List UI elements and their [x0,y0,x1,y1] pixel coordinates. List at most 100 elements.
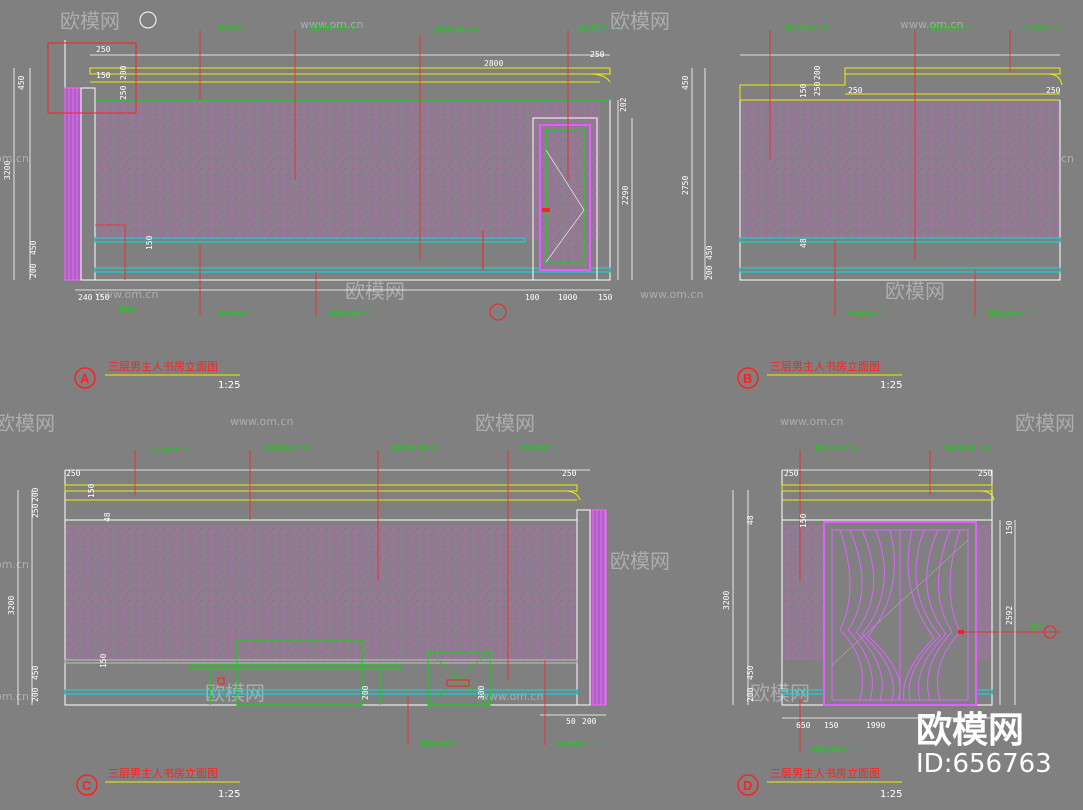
elevation-title: 三层男主人书房立面图 [770,766,880,780]
dimension-label: 250 [96,45,111,54]
elevation-a: 450 3200 450 200 250 150 250 200 250 280… [3,11,633,391]
dimension-label: 250 [813,81,822,96]
elevation-letter: A [80,371,90,386]
material-callout: 木饰面板 PT-3 [848,310,887,318]
dimension-label: 2800 [484,59,503,68]
watermark-brand: 欧模网 [475,411,535,435]
door-frame [532,117,598,281]
watermark-brand: 欧模网 [1015,411,1075,435]
dimension-label: 450 [17,75,26,90]
brand-id-text: ID:656763 [916,749,1052,779]
watermark-site: www.om.cn [900,18,963,31]
dimension-label: 250 [590,50,605,59]
dimension-label: 200 [813,65,822,80]
material-callout: 墙纸饰面 WP-10 [815,444,860,452]
cornice [89,67,611,75]
elevation-marker-c [76,774,98,796]
dimension-label: 2750 [681,176,690,195]
dimension-label: 240 [78,293,93,302]
wall-surface [95,100,525,240]
elevation-marker-d [737,774,759,796]
dimension-label: 200 [361,685,370,700]
dimension-label: 150 [1005,520,1014,535]
dimension-label: 450 [746,665,755,680]
watermark-site: www.om.cn [640,288,703,301]
brand-badge: 欧模网 ID:656763 [916,710,1052,779]
material-callout: 踢脚线饰面 PT-3 [812,746,857,754]
dimension-label: 200 [705,265,714,280]
material-callout: 墙纸饰面 WP-10 [392,444,437,452]
material-callout: 墙纸饰面 WP-10 [785,24,830,32]
elevation-letter: C [82,778,92,793]
watermark-site: www.om.cn [780,415,843,428]
dimension-label: 202 [619,97,628,112]
dimension-label: 450 [681,75,690,90]
dimension-label: 450 [31,665,40,680]
watermark-site: www.om.cn [230,415,293,428]
watermark-brand: 欧模网 [60,9,120,33]
elevation-letter: D [743,778,752,793]
dimension-label: 1000 [558,293,577,302]
dimension-label: 150 [145,235,154,250]
curtain-right [903,529,961,701]
material-callout: 乳胶漆饰面 PT-3 [930,24,975,32]
baseboard [94,267,611,273]
elevation-c: 200 250 3200 450 200 250 250 50 200 150 … [7,444,607,800]
material-callout: 木饰面板 PT-3 [556,740,595,748]
dimension-label: 200 [29,263,38,278]
dimension-label: 100 [525,293,540,302]
cornice [844,67,1061,75]
watermark-brand: 欧模网 [0,411,55,435]
dimension-label: 150 [96,71,111,80]
material-callout: 踢脚线饰面 PT-3 [988,310,1033,318]
brand-logo-text: 欧模网 [916,710,1024,751]
elevation-title: 三层男主人书房立面图 [108,359,218,373]
material-callout: 乳胶漆饰面 PT-3 [265,444,310,452]
dimension-label: 48 [103,512,112,522]
dimension-label: 50 [566,717,576,726]
watermark-site: om.cn [0,690,29,703]
wall-column [64,87,82,281]
dimension-label: 250 [119,85,128,100]
material-callout: 成品木门 PT-3 [578,24,617,32]
desk [236,639,363,706]
watermark-brand: 欧模网 [205,681,265,705]
dimension-label: 250 [978,469,993,478]
watermark-brand: 欧模网 [610,9,670,33]
watermark-site: om.cn [0,558,29,571]
curtain-left [839,529,901,701]
elevation-d: 3200 450 200 48 250 250 650 150 1990 150… [722,444,1060,800]
dimension-label: 250 [1046,86,1061,95]
elevation-title: 三层男主人书房立面图 [108,766,218,780]
dimension-label: 48 [799,238,808,248]
watermark-site: om.cn [0,152,29,165]
wall-surface [65,525,577,660]
elevation-scale: 1:25 [218,789,240,800]
cornice [64,484,578,492]
dimension-label: 200 [31,687,40,702]
material-callout: 天花饰面 PT-1 [1022,24,1061,32]
dimension-label: 250 [562,469,577,478]
watermark-brand: 欧模网 [610,549,670,573]
dimension-label: 300 [477,685,486,700]
wall-column [589,509,607,706]
material-callout: 踢脚线饰面 PT-3 [420,740,465,748]
elevation-letter: B [743,371,752,386]
dimension-label: 3200 [7,596,16,615]
dimension-label: 150 [799,83,808,98]
curtain-callout: 窗帘 [1030,622,1042,630]
dimension-label: 250 [31,503,40,518]
elevation-b: 450 2750 450 200 250 200 250 250 150 48 … [681,24,1063,391]
dimension-label: 250 [784,469,799,478]
elevation-scale: 1:25 [880,789,902,800]
watermark-brand: 欧模网 [345,279,405,303]
dimension-label: 250 [848,86,863,95]
dimension-label: 150 [87,483,96,498]
dimension-label: 150 [799,513,808,528]
material-callout: 天花饰面 PT-1 [150,446,189,454]
dimension-label: 200 [746,687,755,702]
dimension-label: 150 [99,653,108,668]
material-callout: 乳胶漆饰面 PT-3 [945,444,990,452]
material-callout: 踢脚线 [118,306,136,314]
